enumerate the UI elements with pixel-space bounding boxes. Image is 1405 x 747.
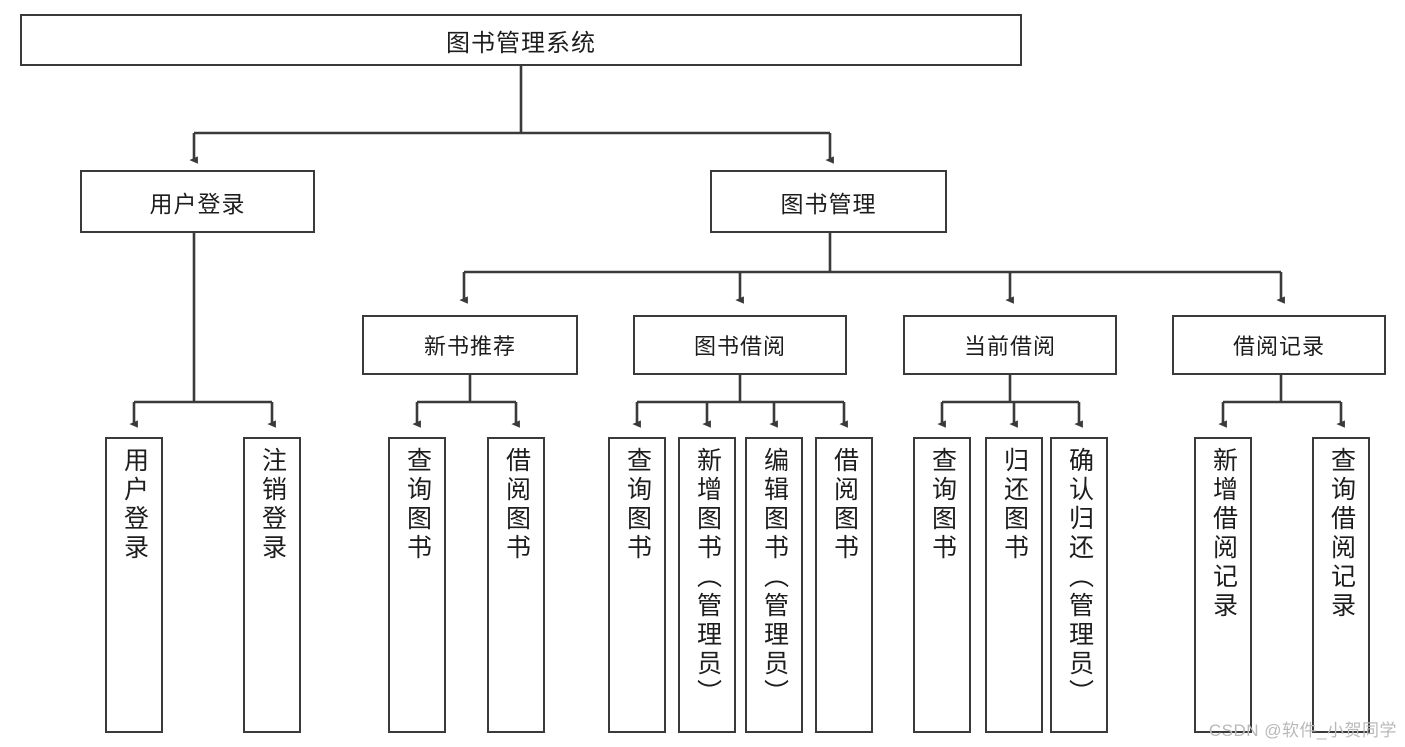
leaf-borrow-query-book[interactable]: 查询图书 xyxy=(608,437,666,733)
leaf-newbook-borrow-book-label: 借阅图书 xyxy=(502,447,531,563)
leaf-current-confirm-return-admin[interactable]: 确认归还（管理员） xyxy=(1050,437,1108,733)
leaf-newbook-borrow-book[interactable]: 借阅图书 xyxy=(487,437,545,733)
leaf-current-confirm-return-admin-label: 确认归还（管理员） xyxy=(1065,447,1094,708)
node-current-borrow-label: 当前借阅 xyxy=(963,334,1056,359)
node-current-borrow[interactable]: 当前借阅 xyxy=(903,315,1117,375)
node-book-borrow[interactable]: 图书借阅 xyxy=(633,315,847,375)
node-user-login-label: 用户登录 xyxy=(149,190,246,217)
leaf-record-add-record[interactable]: 新增借阅记录 xyxy=(1194,437,1252,733)
leaf-borrow-edit-book-admin[interactable]: 编辑图书（管理员） xyxy=(745,437,803,733)
node-book-management-label: 图书管理 xyxy=(780,190,877,217)
leaf-borrow-edit-book-admin-label: 编辑图书（管理员） xyxy=(760,447,789,708)
node-borrow-record-label: 借阅记录 xyxy=(1232,334,1325,359)
leaf-user-login[interactable]: 用户登录 xyxy=(105,437,163,733)
leaf-newbook-query-book-label: 查询图书 xyxy=(403,447,432,563)
leaf-newbook-query-book[interactable]: 查询图书 xyxy=(388,437,446,733)
node-new-book-recommend-label: 新书推荐 xyxy=(423,334,516,359)
leaf-user-logout-label: 注销登录 xyxy=(258,447,287,563)
leaf-record-query-record[interactable]: 查询借阅记录 xyxy=(1312,437,1370,733)
leaf-current-return-book-label: 归还图书 xyxy=(1000,447,1029,563)
node-root[interactable]: 图书管理系统 xyxy=(20,14,1022,66)
leaf-user-login-label: 用户登录 xyxy=(120,447,149,563)
leaf-borrow-add-book-admin-label: 新增图书（管理员） xyxy=(693,447,722,708)
leaf-borrow-lend-book[interactable]: 借阅图书 xyxy=(815,437,873,733)
leaf-borrow-lend-book-label: 借阅图书 xyxy=(830,447,859,563)
node-book-borrow-label: 图书借阅 xyxy=(693,334,786,359)
leaf-current-query-book[interactable]: 查询图书 xyxy=(913,437,971,733)
leaf-record-query-record-label: 查询借阅记录 xyxy=(1327,447,1356,621)
node-borrow-record[interactable]: 借阅记录 xyxy=(1172,315,1386,375)
leaf-user-logout[interactable]: 注销登录 xyxy=(243,437,301,733)
node-user-login[interactable]: 用户登录 xyxy=(80,170,315,233)
leaf-current-return-book[interactable]: 归还图书 xyxy=(985,437,1043,733)
leaf-current-query-book-label: 查询图书 xyxy=(928,447,957,563)
node-root-label: 图书管理系统 xyxy=(446,29,596,57)
leaf-borrow-add-book-admin[interactable]: 新增图书（管理员） xyxy=(678,437,736,733)
leaf-record-add-record-label: 新增借阅记录 xyxy=(1209,447,1238,621)
leaf-borrow-query-book-label: 查询图书 xyxy=(623,447,652,563)
node-new-book-recommend[interactable]: 新书推荐 xyxy=(362,315,578,375)
node-book-management[interactable]: 图书管理 xyxy=(710,170,947,233)
